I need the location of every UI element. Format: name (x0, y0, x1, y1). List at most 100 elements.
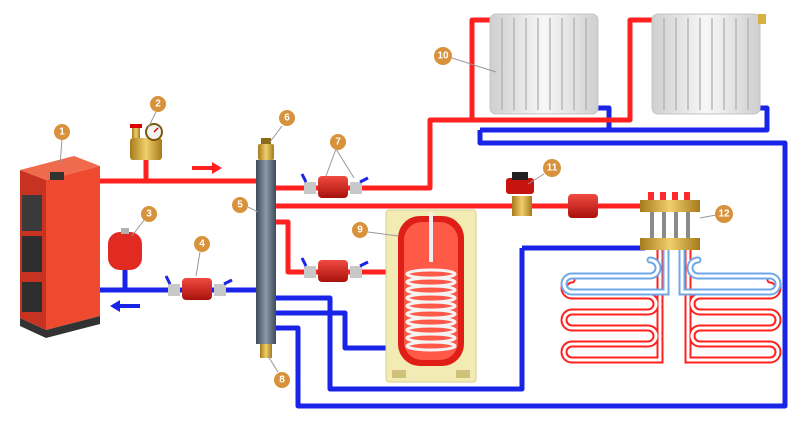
badge-4-label: 4 (199, 239, 205, 250)
badge-10: 10 (434, 47, 452, 65)
mixing-valve-actuator-top (512, 172, 528, 180)
return-pipe-radiator-1 (596, 105, 612, 130)
safety-group-body (130, 138, 162, 160)
return-flow-arrow (110, 300, 140, 312)
badge-8: 8 (274, 372, 290, 388)
return-pipe-radiators (274, 248, 525, 392)
badge-10-label: 10 (437, 51, 449, 62)
drain-valve (260, 344, 272, 358)
floor-loop-right-inner (686, 248, 780, 362)
supply-pipe-radiator-2 (472, 17, 655, 123)
floor-loop-return-left-inner (562, 248, 668, 294)
badge-8-label: 8 (279, 375, 285, 386)
radiator-2-body (651, 13, 761, 115)
badge-7-label: 7 (335, 137, 341, 148)
badge-1-label: 1 (59, 127, 65, 138)
radiator-1-body (489, 13, 599, 115)
badge-5-label: 5 (237, 200, 243, 211)
badge-11-label: 11 (547, 163, 558, 174)
radiator-1 (489, 13, 599, 115)
badge-5: 5 (232, 197, 248, 213)
pump-group-radiators-handle-right (359, 176, 369, 184)
badge-12: 12 (715, 205, 733, 223)
floor-manifold-supply-bar (640, 200, 700, 212)
boiler-control-panel (50, 172, 64, 180)
air-vent-cap (261, 138, 271, 144)
pump-group-water-heater-handle-right (359, 260, 369, 268)
pump-group-radiators (300, 173, 369, 198)
pump-group-return-valve-right (214, 284, 226, 296)
pump-group-return-handle-right (223, 278, 233, 286)
pressure-gauge-needle (153, 127, 159, 133)
badge-1: 1 (54, 124, 70, 140)
pump-group-radiators-pump (318, 176, 348, 198)
flow-arrows (110, 162, 222, 312)
pump-group-water-heater-valve-left (304, 266, 316, 278)
safety-group (130, 123, 163, 160)
air-vent (258, 144, 274, 160)
return-pipe-floor (274, 130, 788, 409)
pump-group-water-heater-pump (318, 260, 348, 282)
floor-loop-return-left (560, 246, 670, 296)
water-heater (385, 209, 477, 383)
water-heater-foot-right (456, 370, 470, 378)
expansion-tank (108, 228, 142, 270)
water-heater-coil (405, 268, 457, 352)
mixing-valve-actuator (506, 178, 534, 194)
floor-pump-body (568, 194, 598, 218)
supply-pipe-radiators (274, 17, 492, 191)
boiler-door-bottom (22, 282, 42, 312)
pump-group-return (164, 275, 233, 300)
badge-4: 4 (194, 236, 210, 252)
mixing-valve-body (512, 196, 532, 216)
return-pipe-water-heater (274, 310, 398, 351)
pump-group-water-heater (300, 257, 369, 282)
floor-loop-return-right-inner (680, 248, 780, 294)
mixing-valve (506, 172, 534, 216)
badge-11: 11 (543, 159, 561, 177)
boiler-base (20, 316, 100, 338)
badge-12-label: 12 (718, 209, 730, 220)
underfloor-loops (560, 246, 782, 364)
leader-lines (59, 57, 717, 373)
supply-flow-arrow (192, 162, 222, 174)
floor-manifold-return-bar (640, 238, 700, 250)
pump-group-radiators-handle-left (300, 173, 308, 183)
safety-valve (132, 126, 140, 138)
callout-badges: 1 2 3 4 5 6 7 8 9 10 11 12 (54, 47, 733, 388)
badge-9: 9 (352, 222, 368, 238)
hydraulic-separator (256, 138, 276, 358)
expansion-tank-body (108, 232, 142, 270)
pump-group-return-handle-left (164, 275, 172, 285)
boiler-top (20, 156, 100, 180)
badge-7: 7 (330, 134, 346, 150)
floor-manifold (640, 192, 700, 250)
badge-2: 2 (150, 96, 166, 112)
pump-group-radiators-valve-right (350, 182, 362, 194)
radiator-2-air-valve (758, 14, 766, 24)
pump-group-return-valve-left (168, 284, 180, 296)
badge-6: 6 (279, 110, 295, 126)
return-pipes (96, 105, 788, 409)
badge-9-label: 9 (357, 225, 363, 236)
hydraulic-separator-body (256, 160, 276, 344)
floor-loop-return-right (678, 246, 782, 296)
badge-6-label: 6 (284, 113, 290, 124)
floor-loop-left-inner (562, 248, 662, 362)
pump-group-return-pump (182, 278, 212, 300)
pump-group-water-heater-valve-right (350, 266, 362, 278)
boiler-door-middle (22, 236, 42, 272)
boiler-side (46, 166, 100, 330)
badge-3-label: 3 (146, 209, 152, 220)
badge-2-label: 2 (155, 99, 161, 110)
pump-group-radiators-valve-left (304, 182, 316, 194)
expansion-tank-valve (121, 228, 129, 234)
boiler-door-top (22, 195, 42, 231)
floor-pump (568, 194, 598, 218)
radiator-2 (651, 13, 766, 115)
pump-group-water-heater-handle-left (300, 257, 308, 267)
water-heater-foot-left (392, 370, 406, 378)
boiler (20, 156, 100, 338)
badge-3: 3 (141, 206, 157, 222)
